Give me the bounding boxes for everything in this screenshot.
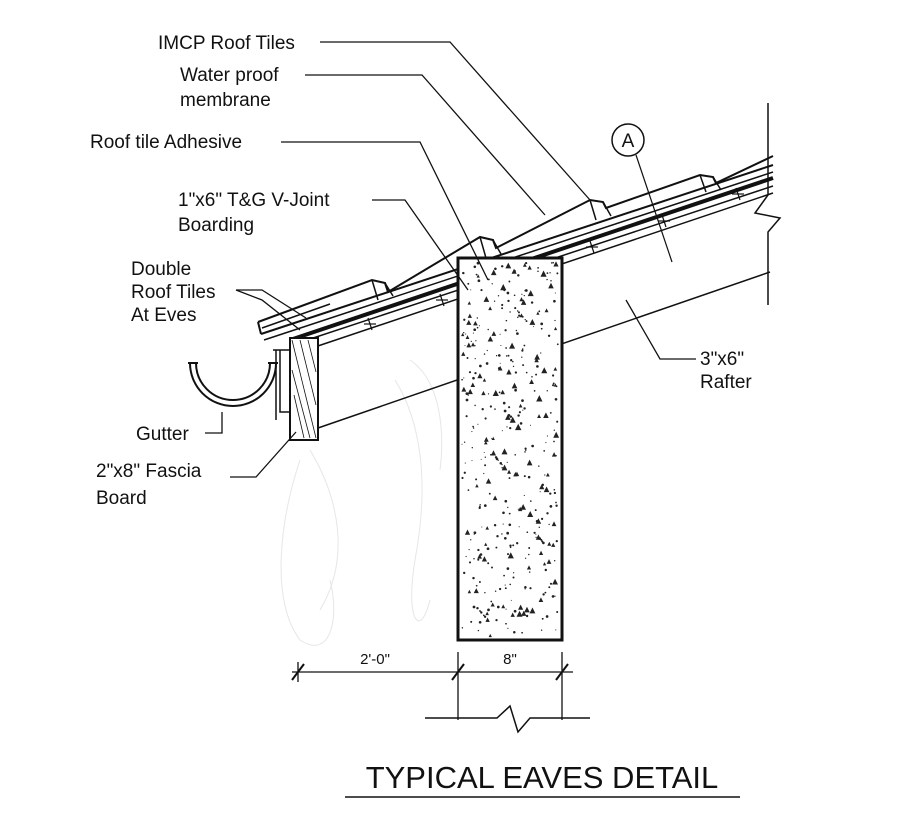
section-marker-a: A [611, 123, 673, 263]
waterproof-membrane [263, 171, 774, 341]
leader-lines [205, 41, 696, 478]
wall-thickness-dimension: 8" [503, 651, 517, 668]
boarding-label-line1: 1"x6" T&G V-Joint [178, 190, 330, 211]
concrete-wall [456, 256, 564, 642]
rafter-label-line2: Rafter [700, 372, 752, 393]
gutter-bracket [273, 349, 290, 420]
fascia-label-line2: Board [96, 488, 147, 509]
gutter-label: Gutter [136, 424, 189, 445]
bottom-break-line [425, 704, 590, 734]
rafter-label-line1: 3"x6" [700, 349, 744, 370]
fascia-label-line1: 2"x8" Fascia [96, 461, 202, 482]
dimension-line [291, 652, 573, 720]
gutter [188, 362, 278, 407]
boarding-label-line2: Boarding [178, 215, 254, 236]
right-break-line [753, 103, 782, 305]
fascia-board [289, 337, 319, 441]
double-tiles-label-line2: Roof Tiles [131, 282, 215, 303]
overhang-dimension: 2'-0" [360, 651, 390, 668]
adhesive-label: Roof tile Adhesive [90, 132, 242, 153]
double-tiles-label-line1: Double [131, 259, 191, 280]
drawing-title: TYPICAL EAVES DETAIL [366, 760, 719, 795]
membrane-label-line2: membrane [180, 90, 271, 111]
section-marker-label: A [622, 131, 635, 152]
roof-tiles [257, 155, 774, 335]
membrane-label-line1: Water proof [180, 65, 279, 86]
background-tree-sketch [280, 359, 443, 646]
roof-tiles-label: IMCP Roof Tiles [158, 33, 295, 54]
double-tiles-label-line3: At Eves [131, 305, 196, 326]
labels: IMCP Roof Tiles Water proof membrane Roo… [90, 33, 752, 509]
